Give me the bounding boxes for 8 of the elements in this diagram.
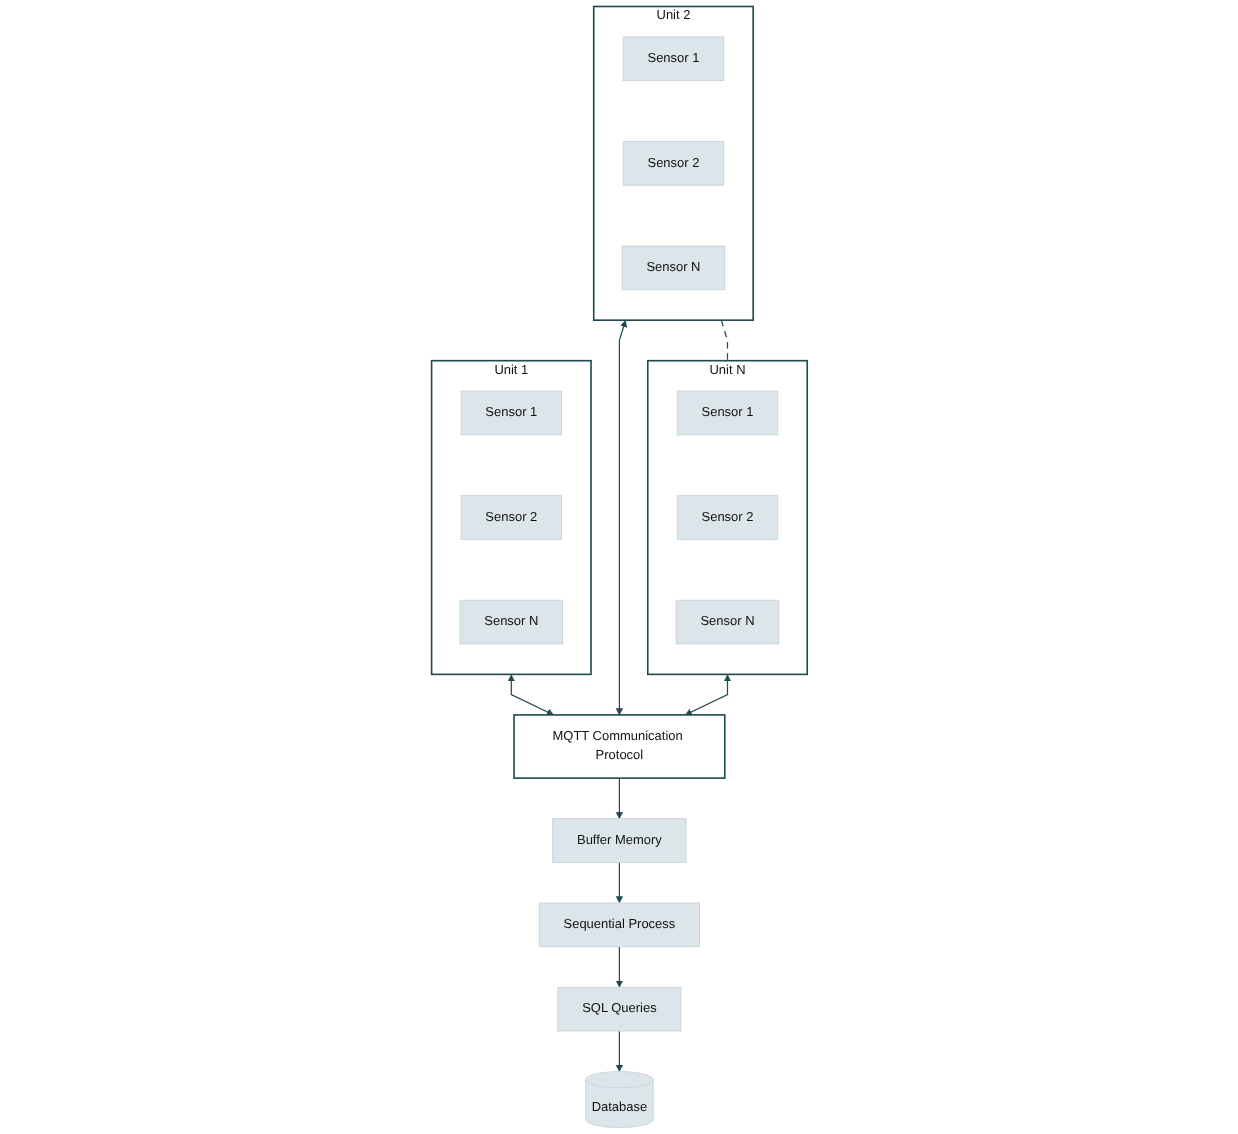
arrow bbox=[615, 320, 627, 716]
arrow bbox=[615, 946, 623, 988]
connector bbox=[720, 319, 728, 362]
arrow bbox=[507, 674, 554, 716]
arrow bbox=[615, 777, 623, 819]
arrow bbox=[684, 674, 731, 716]
arrow bbox=[615, 861, 623, 904]
arrow bbox=[615, 1030, 623, 1072]
